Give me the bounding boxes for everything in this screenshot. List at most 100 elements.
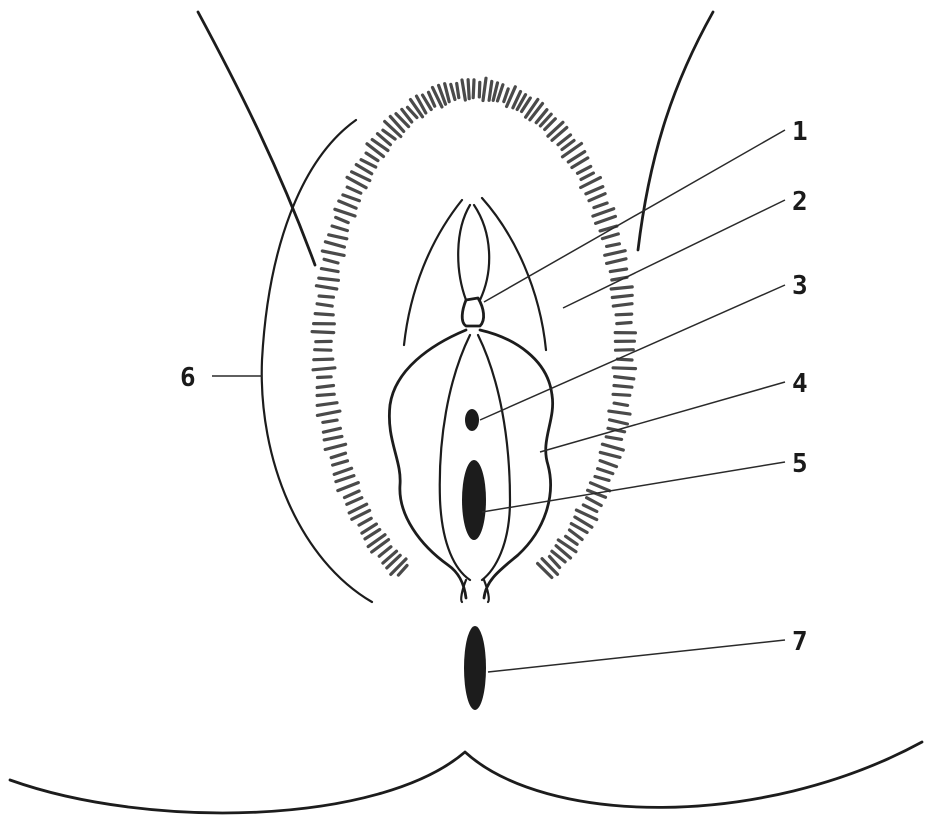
hair-stroke (334, 468, 351, 474)
hair-stroke (356, 165, 371, 174)
hair-stroke (329, 235, 347, 239)
hair-stroke (325, 242, 344, 247)
hair-stroke (600, 452, 620, 457)
hair-stroke (318, 377, 332, 378)
label-1: 1 (792, 117, 808, 147)
anus (464, 626, 486, 710)
hair-stroke (583, 505, 597, 512)
vaginal-opening (462, 460, 486, 540)
hair-stroke (323, 428, 340, 432)
labia-majora-left-line (404, 200, 462, 345)
hair-stroke (593, 209, 614, 216)
hair-stroke (324, 259, 338, 263)
hair-stroke (498, 85, 503, 101)
hair-stroke (347, 498, 362, 505)
label-3: 3 (792, 271, 808, 301)
buttocks-outline (10, 742, 922, 813)
vestibule-right (478, 335, 510, 580)
hair-stroke (322, 251, 344, 255)
hair-stroke (615, 377, 634, 379)
hair-stroke (605, 251, 626, 256)
hair-stroke (336, 476, 354, 482)
hair-stroke (570, 530, 583, 540)
right-thigh-outline (638, 12, 713, 250)
hair-stroke (610, 269, 626, 272)
hair-stroke (607, 244, 620, 247)
hair-stroke (323, 420, 337, 422)
hair-stroke (596, 216, 616, 223)
hair-stroke (321, 269, 338, 272)
hair-stroke (613, 368, 635, 369)
label-4: 4 (792, 369, 808, 399)
hair-stroke (319, 278, 339, 280)
label-2: 2 (792, 187, 808, 217)
hair-stroke (581, 173, 593, 179)
hair-stroke (606, 437, 621, 440)
hair-stroke (589, 194, 605, 201)
hair-stroke (578, 166, 591, 173)
leader-lines (212, 130, 785, 672)
hair-stroke (566, 536, 578, 544)
hair-stroke (451, 84, 455, 99)
hair-stroke (347, 187, 361, 193)
hair-stroke (315, 314, 333, 315)
hair-stroke (312, 332, 334, 333)
hair-stroke (616, 314, 632, 315)
vestibule-left (440, 335, 470, 580)
hair-stroke (614, 386, 632, 388)
hair-stroke (317, 386, 333, 388)
leader-7 (488, 640, 785, 672)
clitoris (462, 298, 483, 326)
hair-stroke (610, 420, 628, 424)
hair-stroke (613, 394, 630, 395)
leader-1 (484, 130, 785, 302)
hair-stroke (473, 80, 474, 98)
hair-stroke (345, 491, 360, 498)
hair-stroke (598, 469, 613, 474)
hair-stroke (316, 286, 336, 289)
left-thigh-outline (198, 12, 315, 265)
hair-stroke (617, 323, 631, 324)
hair-stroke (335, 209, 355, 216)
clitoral-hood (458, 205, 489, 300)
hair-stroke (493, 83, 497, 101)
label-7: 7 (792, 627, 808, 657)
hair-stroke (359, 518, 371, 525)
hair-stroke (617, 359, 632, 360)
hair-stroke (600, 461, 616, 467)
hair-stroke (333, 461, 348, 465)
hair-stroke (614, 403, 628, 405)
hair-stroke (613, 304, 632, 306)
hair-stroke (612, 295, 632, 297)
labia-majora-right-line (482, 198, 546, 350)
hair-stroke (462, 80, 465, 100)
hair-stroke (314, 359, 333, 360)
hair-stroke (352, 172, 370, 181)
hair-stroke (602, 444, 623, 450)
hair-stroke (602, 234, 618, 239)
hair-stroke (336, 217, 349, 222)
hair-stroke (332, 226, 347, 231)
hair-stroke (587, 498, 602, 506)
leader-4 (540, 382, 785, 452)
hair-stroke (331, 453, 345, 458)
hair-stroke (317, 304, 332, 306)
hair-stroke (489, 81, 492, 100)
label-6: 6 (180, 363, 196, 393)
hair-stroke (338, 483, 359, 491)
hair-stroke (483, 78, 486, 100)
hair-stroke (379, 547, 391, 556)
hair-stroke (317, 411, 340, 415)
hair-stroke (445, 84, 450, 102)
hair-stroke (315, 350, 331, 351)
hair-stroke (339, 201, 356, 208)
hair-stroke (504, 89, 508, 102)
hair-stroke (324, 436, 342, 440)
hair-stroke (479, 82, 480, 97)
urethral-opening (465, 409, 479, 431)
hair-stroke (594, 203, 607, 208)
hair-stroke (457, 84, 459, 98)
hair-stroke (366, 153, 378, 161)
hair-stroke (313, 368, 335, 370)
